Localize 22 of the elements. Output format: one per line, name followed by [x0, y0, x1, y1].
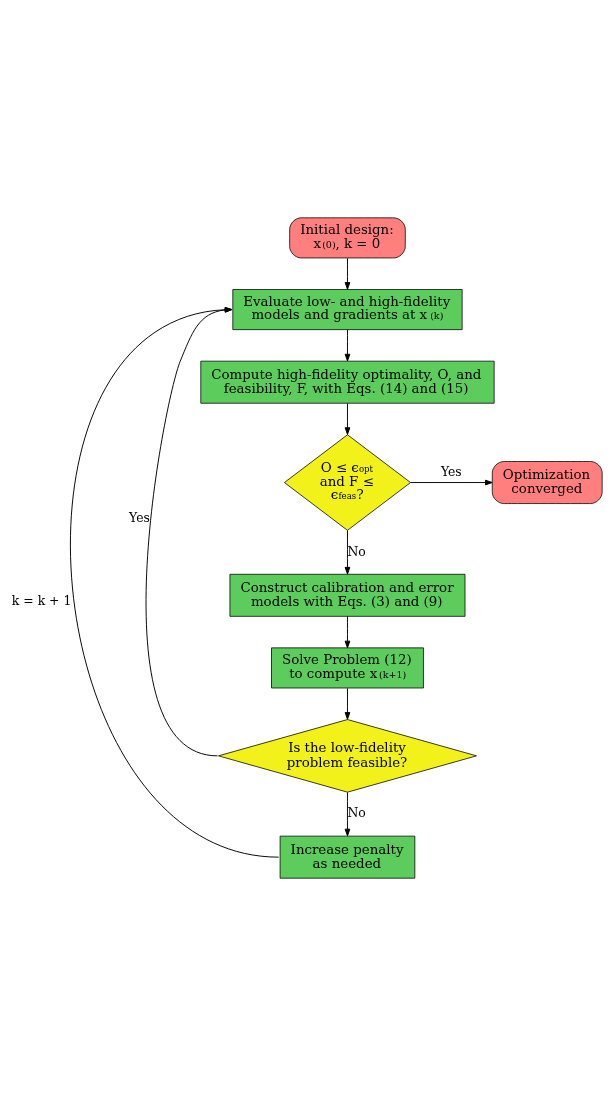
node-box: Compute high-fidelity optimality, O, and feasibility, F, with Eqs. (14) and (15): [200, 360, 495, 404]
arrow: [344, 615, 351, 649]
arrow: [344, 257, 351, 290]
edge-label: Yes: [129, 509, 150, 525]
arrow: [344, 329, 351, 362]
node-box: Optimization converged: [491, 461, 603, 504]
arrow: [344, 687, 351, 720]
node-diamond: O ≤ ϵopt and F ≤ ϵfeas?: [284, 434, 411, 531]
edge-label: Yes: [440, 464, 462, 480]
edge-label: No: [347, 543, 366, 559]
arrow: [344, 530, 351, 575]
node-diamond: Is the low-fidelity problem feasible?: [218, 719, 477, 793]
arrow: [410, 479, 493, 486]
edge-label: k = k + 1: [11, 593, 72, 609]
arrow: [344, 403, 351, 435]
node-box: Evaluate low- and high-fidelity models and gradients at x(k): [232, 289, 463, 330]
node-box: Initial design: x(0), k = 0: [289, 217, 406, 259]
arrow: [344, 791, 351, 837]
edge-label: No: [347, 805, 366, 821]
node-box: Construct calibration and error models with Eqs. (3) and (9): [229, 573, 466, 617]
node-box: Increase penalty as needed: [279, 835, 416, 879]
node-box: Solve Problem (12) to compute x(k+1): [271, 647, 424, 689]
